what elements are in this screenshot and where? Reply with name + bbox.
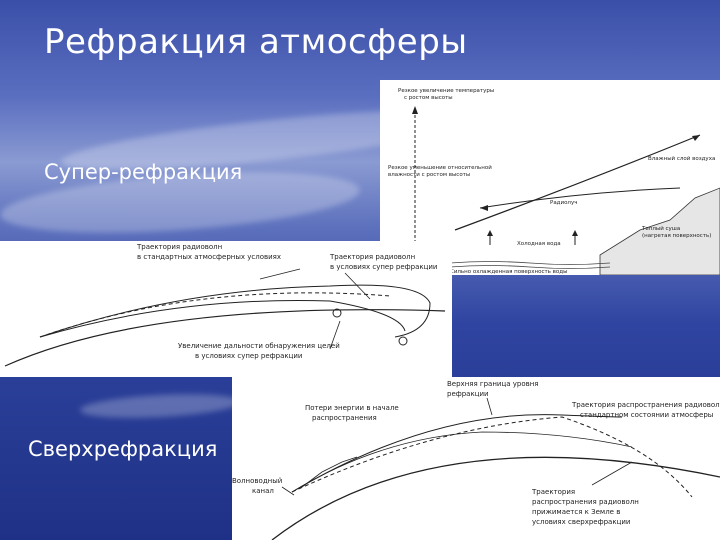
fig3-label-path-2: распространения радиоволн [532, 498, 639, 506]
fig3-label-duct-1: Волноводный [232, 477, 282, 485]
fig1-label-warm-1: Теплый суша [641, 225, 680, 232]
fig1-label-cold: Холодная вода [517, 241, 561, 247]
fig1-label-upper-1: Резкое увеличение температуры [398, 88, 494, 94]
label-super-refraction: Супер-рефракция [44, 160, 243, 184]
fig1-label-warm-2: (нагретая поверхность) [642, 233, 711, 239]
fig3-label-std-2: стандартном состоянии атмосферы [580, 411, 713, 419]
fig1-label-cloud: Влажный слой воздуха [648, 155, 715, 162]
fig3-label-duct-2: канал [252, 487, 274, 495]
fig1-label-mid-2: влажности с ростом высоты [388, 172, 470, 178]
fig1-label-beam: Радиолуч [550, 200, 577, 206]
figure-atmosphere-diagram: Резкое увеличение температуры с ростом в… [388, 88, 720, 275]
fig2-label-standard-1: Траектория радиоволн [136, 243, 222, 251]
fig3-label-top-1: Верхняя граница уровня [447, 380, 539, 388]
fig3-label-loss-1: Потери энергии в начале [305, 404, 399, 412]
label-hyper-refraction: Сверхрефракция [28, 437, 218, 461]
fig1-label-upper-2: с ростом высоты [404, 95, 453, 101]
fig1-label-sea: Сильно охлажденная поверхность воды [450, 269, 567, 275]
fig2-label-standard-2: в стандартных атмосферных условиях [137, 253, 281, 261]
fig2-label-range-1: Увеличение дальности обнаружения целей [178, 342, 340, 350]
fig3-label-path-4: условиях сверхрефракции [532, 518, 630, 526]
figure-super-refraction-diagram: Траектория радиоволн в стандартных атмос… [4, 243, 446, 367]
fig2-label-range-2: в условиях супер рефракции [195, 352, 302, 360]
figure-hyper-refraction-diagram: Верхняя граница уровня рефракции Потери … [232, 380, 720, 540]
fig3-label-loss-2: распространения [312, 414, 377, 422]
figure-super-refraction: Траектория радиоволн в стандартных атмос… [0, 241, 452, 377]
fig2-label-super-2: в условиях супер рефракции [330, 263, 437, 271]
fig3-label-top-2: рефракции [447, 390, 489, 398]
fig3-label-std-1: Траектория распространения радиоволн при [571, 401, 720, 409]
figure-hyper-refraction: Верхняя граница уровня рефракции Потери … [232, 377, 720, 540]
slide-title: Рефракция атмосферы [44, 22, 468, 62]
fig3-label-path-3: прижимается к Земле в [532, 508, 620, 516]
fig1-label-mid-1: Резкое уменьшение относительной [388, 164, 492, 171]
fig3-label-path-1: Траектория [531, 488, 575, 496]
fig2-label-super-1: Траектория радиоволн [329, 253, 415, 261]
